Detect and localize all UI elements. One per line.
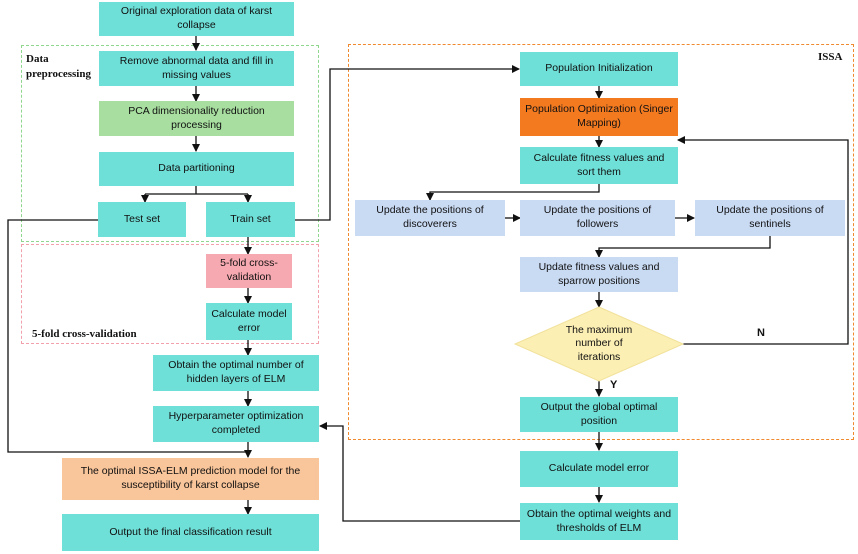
- edge-label-no: N: [757, 327, 765, 339]
- max-iterations-decision: The maximum number of iterations: [565, 323, 633, 363]
- cross-validation-region: [21, 244, 319, 344]
- update-discoverers-box: Update the positions of discoverers: [355, 200, 505, 236]
- issa-region: [348, 44, 854, 440]
- pca-box: PCA dimensionality reduction processing: [99, 101, 294, 136]
- optimal-model-box: The optimal ISSA-ELM prediction model fo…: [62, 458, 319, 500]
- remove-abnormal-box: Remove abnormal data and fill in missing…: [99, 51, 294, 86]
- data-preprocessing-region: [21, 45, 319, 242]
- train-set-box: Train set: [206, 202, 295, 237]
- edge-label-yes: Y: [610, 379, 618, 391]
- final-result-box: Output the final classification result: [62, 514, 319, 551]
- data-preprocessing-label: Data preprocessing: [26, 53, 91, 80]
- calc-model-error-right-box: Calculate model error: [520, 451, 678, 487]
- issa-label: ISSA: [818, 51, 843, 63]
- output-global-box: Output the global optimal position: [520, 397, 678, 432]
- test-set-box: Test set: [98, 202, 186, 237]
- optimal-hidden-layers-box: Obtain the optimal number of hidden laye…: [153, 355, 319, 391]
- calc-fitness-box: Calculate fitness values and sort them: [520, 147, 678, 184]
- decision-diamond: [513, 306, 685, 382]
- optimal-weights-box: Obtain the optimal weights and threshold…: [520, 503, 678, 540]
- population-opt-box: Population Optimization (Singer Mapping): [520, 98, 678, 136]
- update-sentinels-box: Update the positions of sentinels: [695, 200, 845, 236]
- hyperparam-done-box: Hyperparameter optimization completed: [153, 406, 319, 442]
- cross-validation-label: 5-fold cross-validation: [32, 328, 137, 340]
- calc-model-error-left-box: Calculate model error: [206, 303, 292, 340]
- update-fitness-sparrow-box: Update fitness values and sparrow positi…: [520, 257, 678, 292]
- data-partitioning-box: Data partitioning: [99, 152, 294, 186]
- population-init-box: Population Initialization: [520, 52, 678, 86]
- original-data-box: Original exploration data of karst colla…: [99, 2, 294, 36]
- update-followers-box: Update the positions of followers: [520, 200, 675, 236]
- five-fold-box: 5-fold cross-validation: [206, 254, 292, 288]
